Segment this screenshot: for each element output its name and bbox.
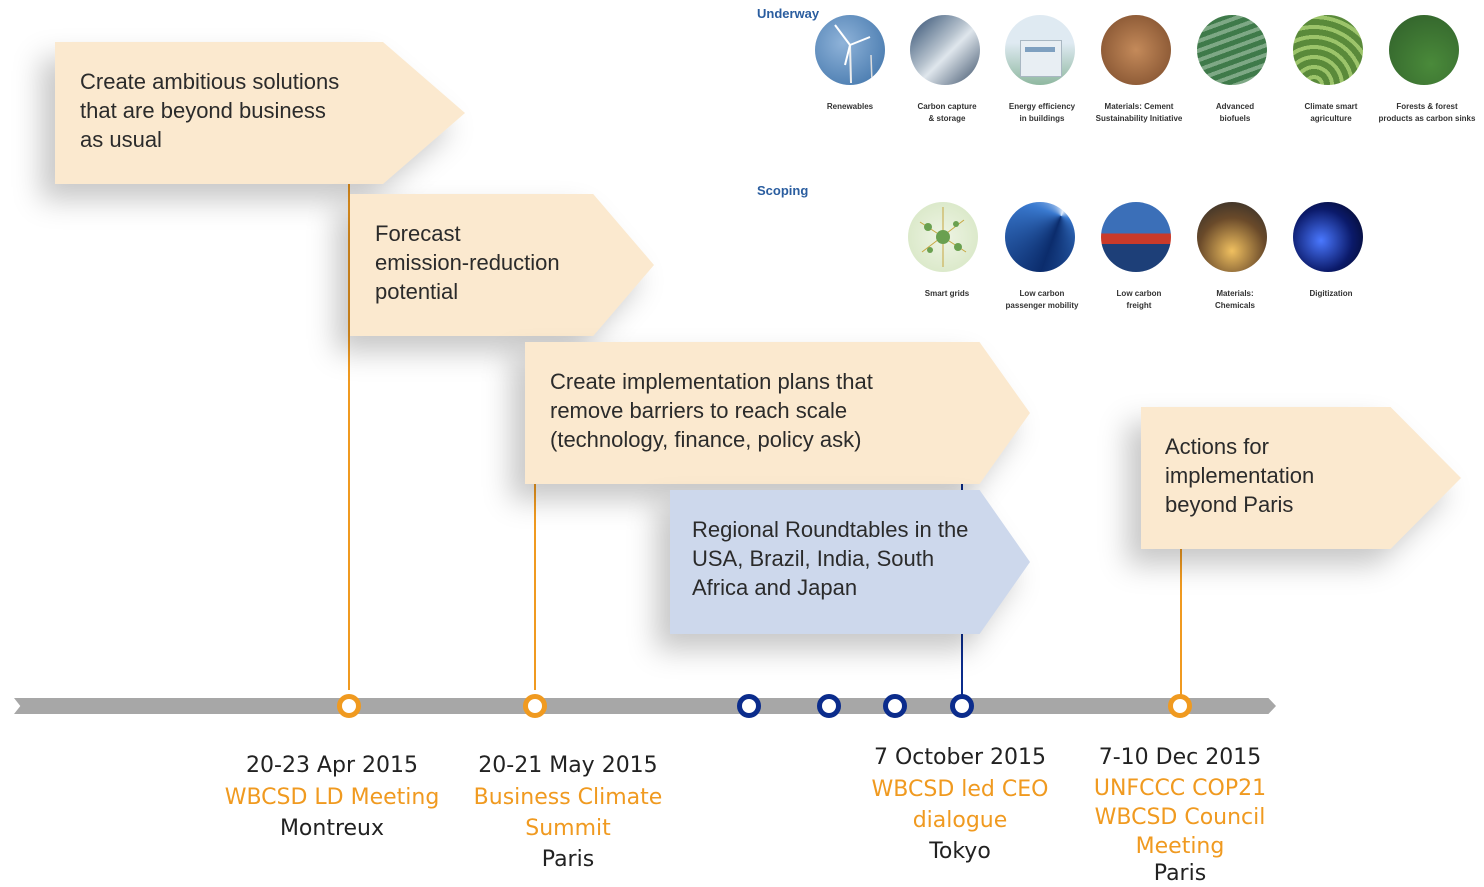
event-oct-city: Tokyo [929,839,991,864]
arrow-forecast: Forecast emission-reduction potential [350,194,654,336]
event-may-org: Business Climate Summit [473,785,663,841]
event-dec-city: Paris [1153,861,1207,886]
container-ship-icon [1101,202,1171,272]
thumb-label-chemicals: Materials: Chemicals [1214,289,1256,310]
thumb-label-biofuels: Advanced biofuels [1215,102,1255,123]
timeline-marker-oct [950,694,974,718]
timeline-marker-roundtable-1 [737,694,761,718]
event-dec-org: UNFCCC COP21 WBCSD Council Meeting [1093,776,1267,859]
arrow-regional-roundtables: Regional Roundtables in the USA, Brazil,… [670,490,1030,634]
event-dec-date: 7-10 Dec 2015 [1098,745,1262,770]
thumb-label-freight: Low carbon freight [1116,289,1162,310]
arrow-regional-roundtables-text: Regional Roundtables in the USA, Brazil,… [692,517,969,600]
earth-night-icon [1293,202,1363,272]
arrow-actions-beyond-paris: Actions for implementation beyond Paris [1141,407,1461,549]
wind-turbine-icon [815,15,885,85]
network-icon [908,202,978,272]
thumb-label-digitization: Digitization [1309,289,1353,298]
building-icon [1005,15,1075,85]
event-apr: 20-23 Apr 2015 WBCSD LD Meeting Montreux [212,750,452,844]
forest-icon [1389,15,1459,85]
event-may-date: 20-21 May 2015 [478,753,658,778]
timeline-marker-may [523,694,547,718]
event-oct-date: 7 October 2015 [873,745,1046,770]
field-icon [1197,15,1267,85]
light-trails-icon [1005,202,1075,272]
cement-icon [1101,15,1171,85]
thumb-label-cement: Materials: Cement Sustainability Initiat… [1095,102,1183,123]
stem-dec [1180,545,1182,695]
event-apr-org: WBCSD LD Meeting [224,785,440,810]
rice-terrace-icon [1293,15,1363,85]
pipeline-icon [910,15,980,85]
thumb-label-renewables: Renewables [826,102,874,111]
thumb-label-smart-grids: Smart grids [924,289,970,298]
event-oct-org: WBCSD led CEO dialogue [871,777,1049,833]
thumb-label-ccs: Carbon capture & storage [917,102,977,123]
thumb-label-energy-efficiency: Energy efficiency in buildings [1008,102,1076,123]
event-apr-city: Montreux [279,816,385,841]
timeline-marker-apr [337,694,361,718]
arrow-actions-beyond-paris-text: Actions for implementation beyond Paris [1165,434,1315,517]
scoping-label: Scoping [757,183,809,198]
timeline-marker-dec [1168,694,1192,718]
refinery-icon [1197,202,1267,272]
event-may: 20-21 May 2015 Business Climate Summit P… [448,750,688,875]
thumb-label-agriculture: Climate smart agriculture [1304,102,1358,123]
stem-may [534,480,536,690]
event-oct: 7 October 2015 WBCSD led CEO dialogue To… [840,742,1080,867]
arrow-implementation-plans-text: Create implementation plans that remove … [550,369,873,452]
event-may-city: Paris [541,847,595,872]
event-dec: 7-10 Dec 2015 UNFCCC COP21 WBCSD Council… [1060,742,1300,887]
timeline-marker-roundtable-3 [883,694,907,718]
arrow-implementation-plans: Create implementation plans that remove … [525,342,1030,484]
stem-apr [348,180,350,690]
underway-label: Underway [757,6,820,21]
timeline-marker-roundtable-2 [817,694,841,718]
arrow-ambitious-solutions-text: Create ambitious solutions that are beyo… [80,69,340,152]
arrow-forecast-text: Forecast emission-reduction potential [375,221,560,304]
thumb-label-passenger-mobility: Low carbon passenger mobility [1005,289,1079,310]
thumb-label-forests: Forests & forest products as carbon sink… [1378,102,1476,123]
event-apr-date: 20-23 Apr 2015 [246,753,418,778]
arrow-ambitious-solutions: Create ambitious solutions that are beyo… [55,42,465,184]
timeline-bar [14,698,1276,714]
